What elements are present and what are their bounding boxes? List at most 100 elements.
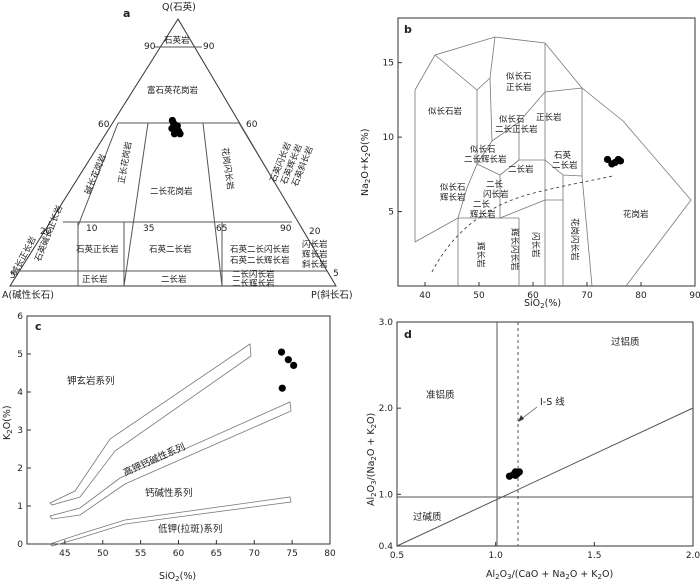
field-gabbro: 辉长岩 — [302, 249, 328, 260]
panel-d-xtick-label: 2.0 — [686, 551, 700, 561]
ap10-line — [77, 122, 119, 227]
field-qtz-monzodiorite: 石英二长闪长岩 — [230, 244, 290, 255]
panel-c-ytick-label: 4 — [17, 388, 23, 398]
panel-c-xtick-label: 75 — [286, 549, 297, 559]
field-monzonite: 二长岩 — [161, 274, 187, 285]
ap-tick-90: 90 — [280, 224, 292, 234]
field-anorthosite: 斜长岩 — [302, 259, 328, 270]
series-shoshonite: 钾玄岩系列 — [67, 375, 115, 387]
panel-b-data-point — [616, 157, 625, 165]
panel-c-xtick-label: 45 — [59, 549, 70, 559]
panel-b-frame — [397, 17, 696, 287]
panel-c-data-point — [278, 384, 286, 392]
panel-c-ytick-label: 0 — [17, 540, 23, 550]
panel-d-data-point — [511, 468, 519, 476]
panel-d-points — [505, 468, 523, 480]
field-monzogranite: 二长花岗岩 — [150, 186, 193, 197]
panel-c-ytick-label: 1 — [17, 502, 23, 512]
peralkaline-divider — [396, 407, 694, 547]
panel-a: a Q(石英) A(碱性长石) P(斜长石) 90 90 60 60 20 20… — [2, 1, 353, 301]
field-monzogabbro: 二长辉长岩 — [232, 278, 275, 289]
field-alkali-feldspar-granite: 碱长花岗岩 — [83, 152, 109, 196]
series-high-k-calc-alkaline: 高钾钙碱性系列 — [121, 441, 187, 479]
panel-d-xtick-label: 1.0 — [489, 551, 504, 561]
panel-d-letter: d — [404, 328, 412, 341]
tas-field-7b: 二长岩 — [552, 160, 578, 171]
panel-c-ytick-label: 5 — [17, 350, 23, 360]
field-quartz-syenite: 石英正长岩 — [76, 244, 119, 255]
tas-field-3: 正长岩 — [536, 112, 562, 123]
field-peraluminous: 过铝质 — [611, 336, 640, 348]
field-quartz-monzonite: 石英二长岩 — [149, 244, 192, 255]
field-qtz-alkali-syenite: 石英碱长正长岩 — [33, 203, 66, 263]
tas-field-6: 二长岩 — [508, 164, 534, 175]
panel-c-data-point — [284, 356, 292, 364]
q-tick-90-left: 90 — [144, 42, 156, 52]
field-diorite: 闪长岩 — [302, 239, 328, 250]
tas-field-4b: 二长正长岩 — [495, 124, 538, 135]
i-s-arrow-head — [518, 415, 524, 422]
panel-a-letter: a — [123, 7, 130, 20]
panel-d-ylabel: Al2O3/(Na2O + K2O) — [366, 413, 378, 506]
panel-a-data-point — [170, 130, 179, 138]
panel-c-xlabel: SiO2(%) — [159, 571, 196, 581]
apex-p-label: P(斜长石) — [311, 289, 353, 301]
tas-field-8a: 似长石 — [440, 182, 466, 193]
panel-c-xtick-label: 50 — [97, 549, 109, 559]
panel-c-xtick-label: 60 — [173, 549, 185, 559]
ap35-line — [123, 122, 149, 287]
panel-c-xtick-label: 65 — [211, 549, 222, 559]
panel-b-xlabel: SiO2(%) — [524, 298, 561, 310]
tas-field-4a: 似长石 — [499, 114, 525, 125]
panel-d-frame — [396, 321, 694, 547]
panel-d-xlabel: Al2O3/(CaO + Na2O + K2O) — [486, 569, 613, 581]
panel-a-points — [168, 116, 184, 138]
q-tick-5-left: 5 — [10, 271, 16, 281]
panel-c-ylabel: K2O(%) — [2, 405, 14, 440]
field-granodiorite: 花岗闪长岩 — [219, 147, 236, 191]
alkaline-subalkaline-divider — [431, 175, 613, 273]
field-monzodiorite: 二长闪长岩 — [232, 269, 275, 280]
panel-c-ytick-label: 3 — [17, 426, 23, 436]
tas-field-9b: 闪长岩 — [483, 189, 509, 200]
ap-tick-35: 35 — [143, 224, 154, 234]
panel-d-ytick-label: 0.4 — [379, 542, 394, 552]
panel-b-xtick-label: 80 — [635, 291, 647, 301]
panel-b-data-point — [603, 155, 612, 164]
series-low-k-tholeiite: 低钾(拉斑)系列 — [158, 523, 222, 535]
panel-b-points — [603, 155, 625, 168]
panel-b-xtick-label: 90 — [689, 291, 700, 301]
series-calc-alkaline: 钙碱性系列 — [145, 487, 193, 499]
field-qtz-monzogabbro: 石英二长辉长岩 — [230, 255, 290, 266]
tas-field-15: 花岗岩 — [623, 209, 649, 220]
panel-d-xtick-label: 1.5 — [587, 551, 601, 561]
ap-tick-65: 65 — [216, 224, 227, 234]
panel-c-xtick-label: 55 — [135, 549, 146, 559]
panel-b-xtick-label: 60 — [527, 291, 539, 301]
panel-c-ytick-label: 6 — [17, 312, 23, 322]
tas-field-2: 似长石岩 — [428, 106, 463, 117]
panel-c-letter: c — [35, 320, 42, 333]
panel-c-data-point — [277, 348, 286, 356]
tas-field-14: 花岗闪长岩 — [569, 218, 580, 261]
tas-field-1a: 似长石 — [506, 71, 532, 82]
panel-d-ytick-label: 1.0 — [379, 490, 394, 500]
tas-field-8b: 辉长岩 — [440, 192, 466, 203]
tas-field-9a: 二长 — [486, 179, 504, 190]
tas-field-13: 闪长岩 — [530, 232, 541, 258]
panel-b-xtick-label: 50 — [473, 291, 485, 301]
panel-c-xtick-label: 70 — [249, 549, 261, 559]
panel-b-letter: b — [404, 23, 412, 36]
tas-field-7a: 石英 — [554, 150, 572, 161]
panel-b-xtick-label: 70 — [581, 291, 593, 301]
tas-field-lines — [414, 36, 692, 287]
field-syenite: 正长岩 — [82, 274, 108, 285]
panel-b-ytick-label: 15 — [383, 59, 394, 69]
field-quartzolite: 石英岩 — [164, 35, 190, 46]
tas-field-5b: 二长辉长岩 — [464, 154, 507, 165]
tas-field-10b: 辉长岩 — [470, 209, 496, 220]
